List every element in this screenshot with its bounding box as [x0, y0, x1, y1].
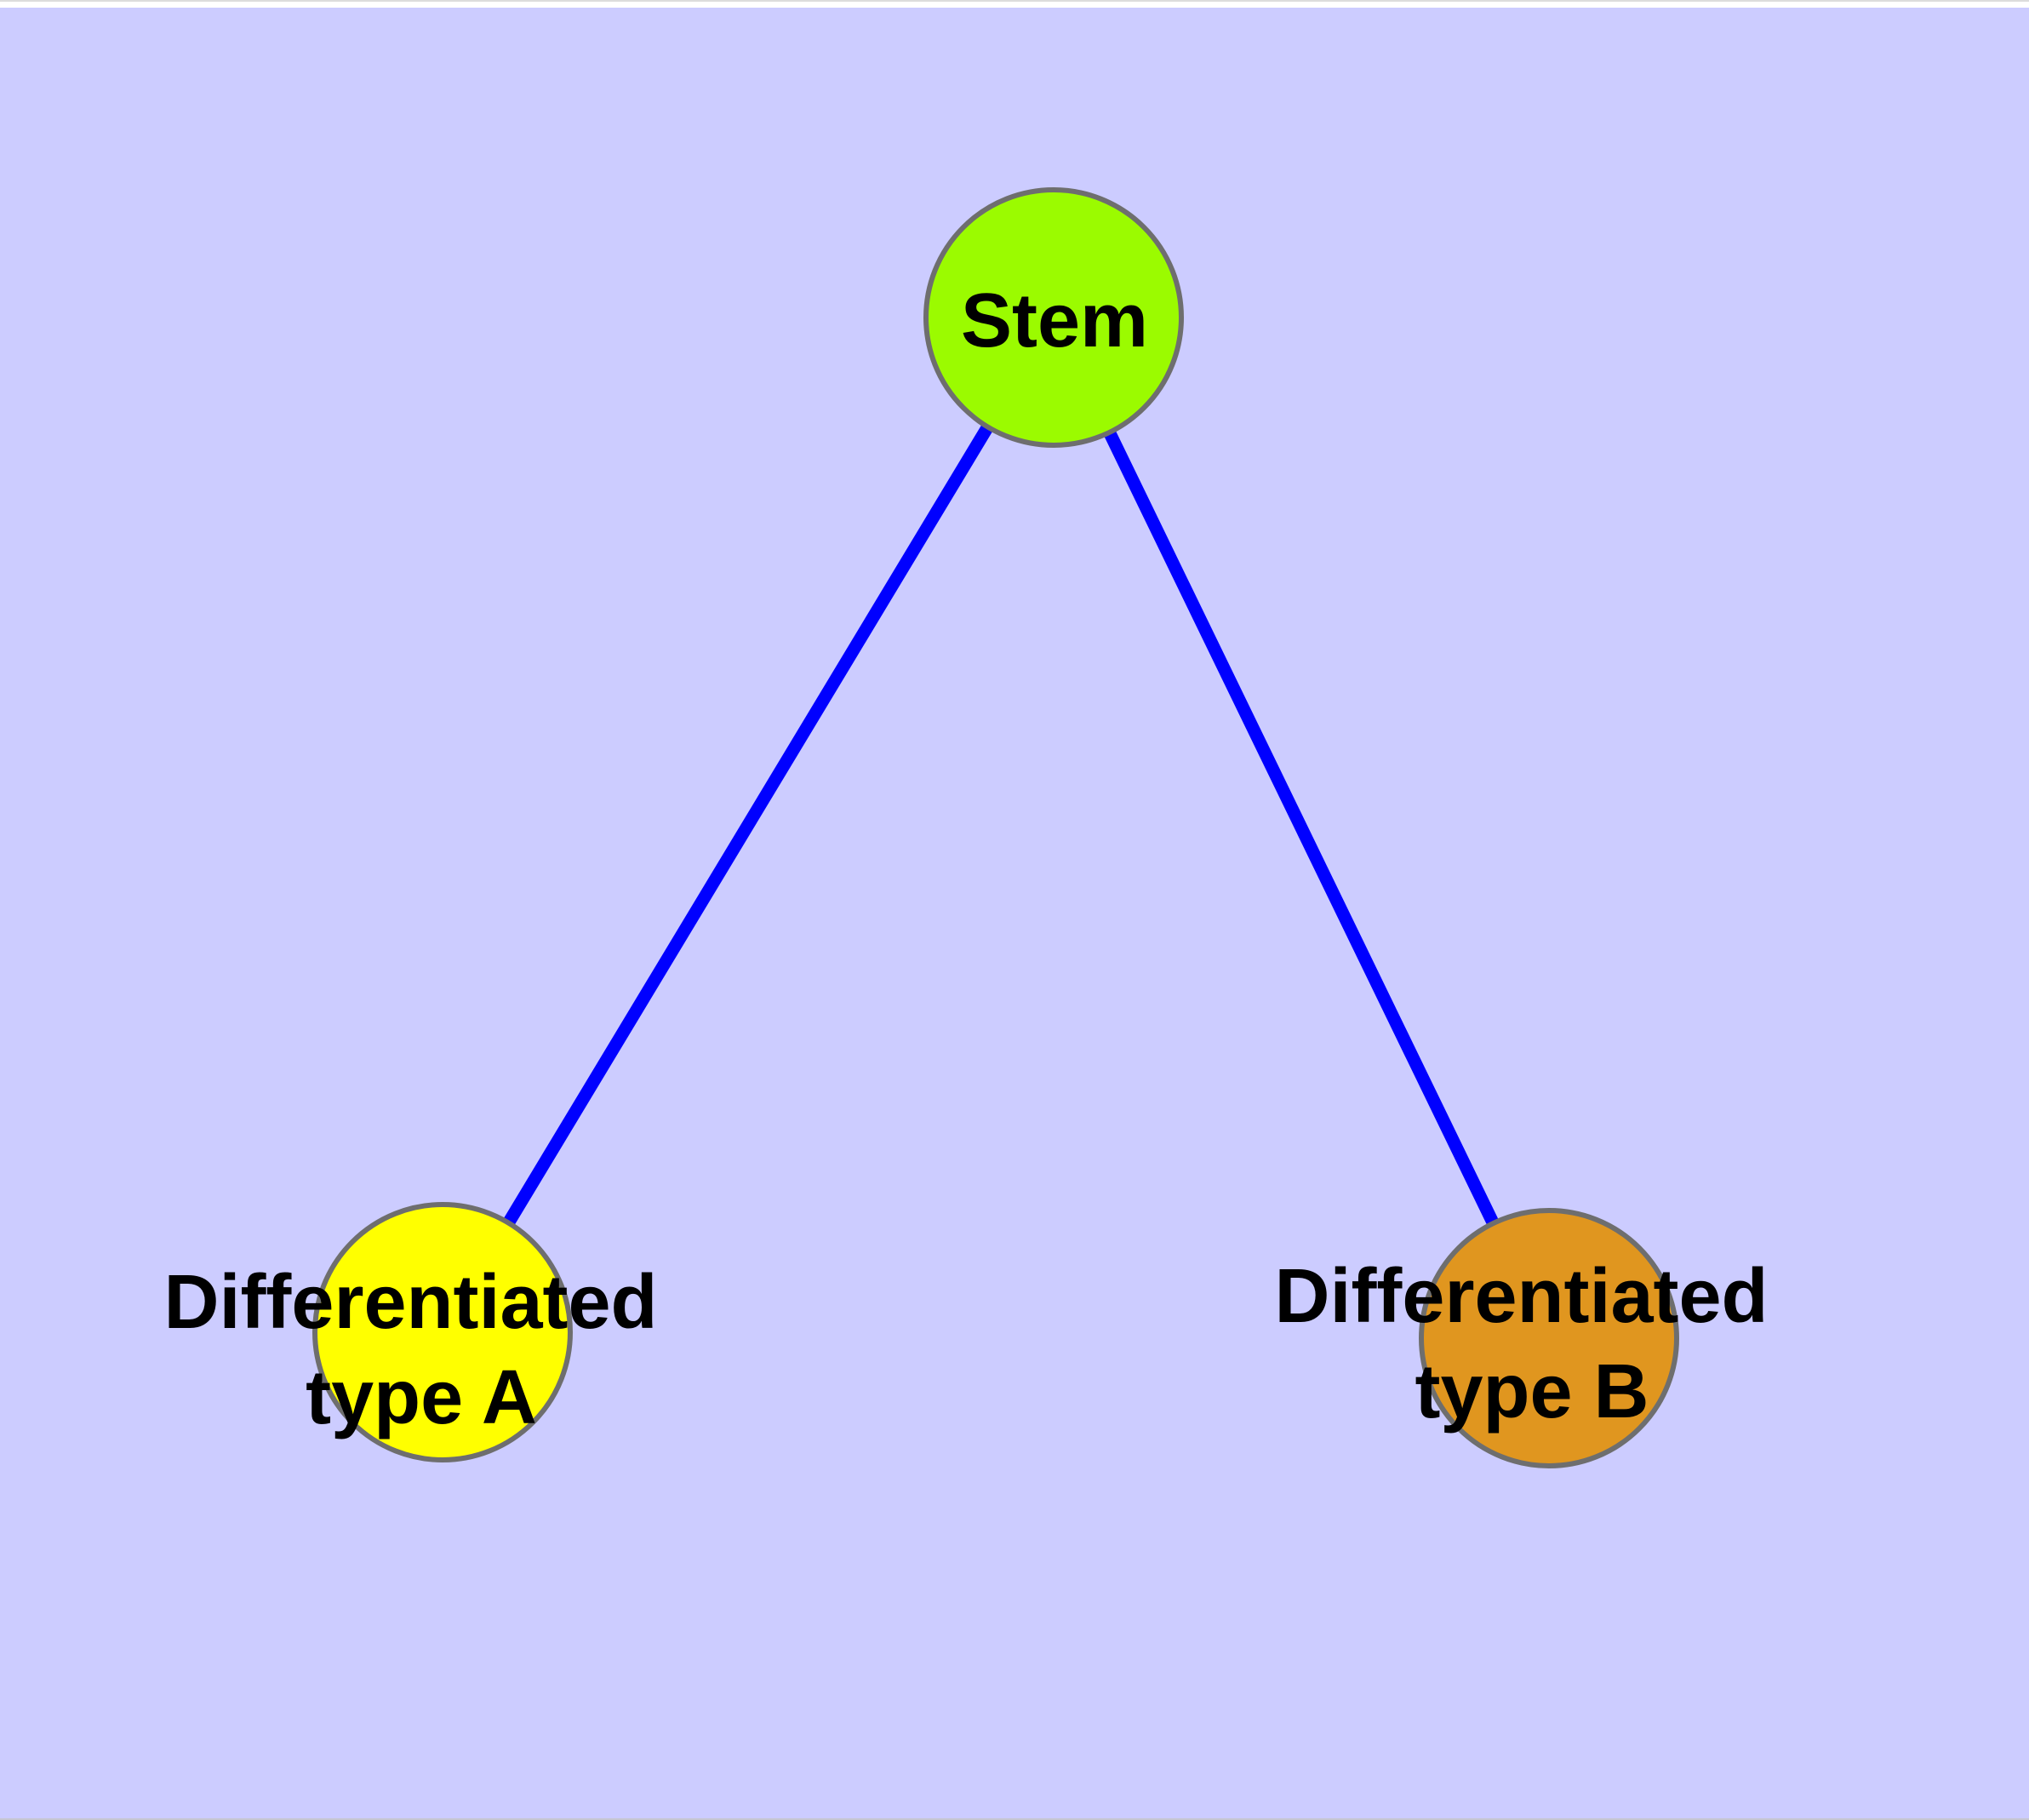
node-differentiated-type-a: Differentiated type A	[163, 1202, 678, 1462]
bottom-hairline	[0, 1818, 2029, 1820]
node-stem-circle	[923, 187, 1184, 448]
node-differentiated-type-a-label-line2: type A	[306, 1355, 537, 1440]
node-differentiated-type-b-circle	[1419, 1208, 1679, 1468]
top-hairline	[0, 0, 2029, 2]
node-differentiated-type-b-label-line1: Differentiated	[1274, 1254, 1768, 1339]
node-differentiated-type-a-label-line1: Differentiated	[163, 1260, 657, 1345]
node-stem: Stem	[923, 187, 1184, 448]
node-differentiated-type-b: Differentiated type B	[1274, 1208, 1789, 1468]
node-differentiated-type-a-label: Differentiated type A	[163, 1260, 678, 1440]
node-stem-label: Stem	[961, 278, 1148, 363]
edge-stem-to-type-a	[436, 311, 1060, 1339]
node-differentiated-type-a-circle	[312, 1202, 573, 1462]
node-differentiated-type-b-label-line2: type B	[1415, 1349, 1649, 1434]
edge-stem-to-type-b	[1047, 311, 1556, 1345]
node-differentiated-type-b-label: Differentiated type B	[1274, 1254, 1789, 1434]
